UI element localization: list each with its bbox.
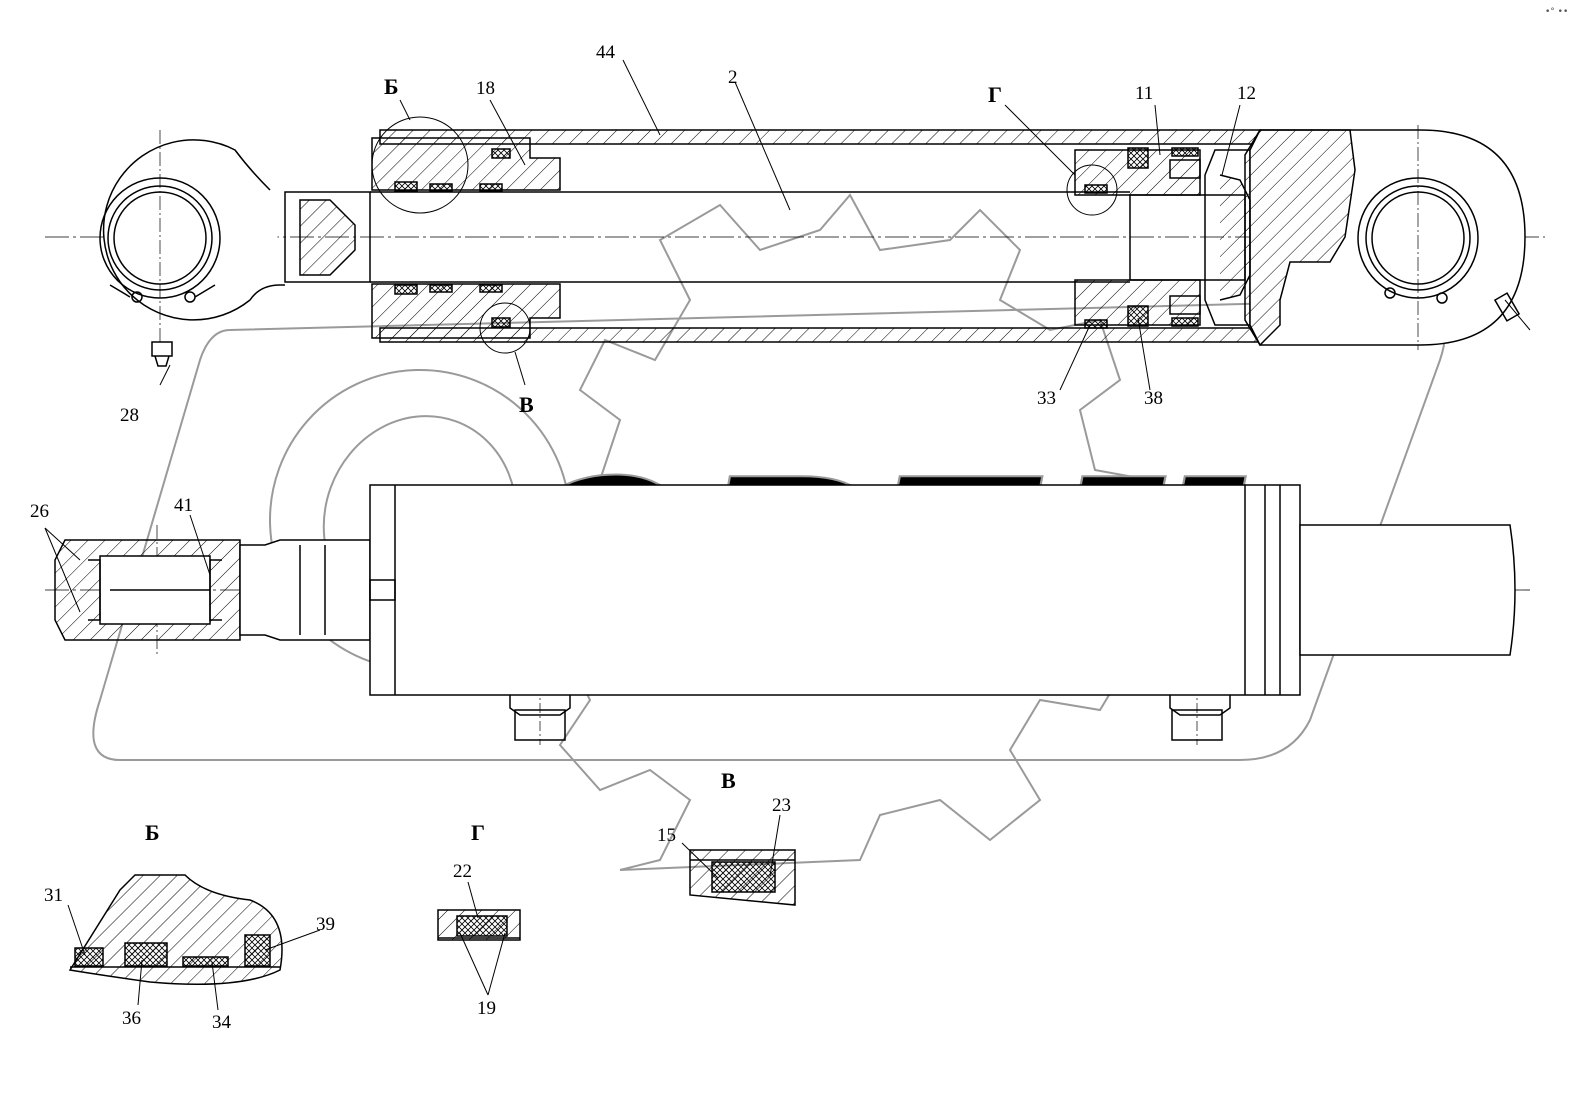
callout-41: 41	[174, 495, 193, 516]
leader-lines-top	[159, 59, 1531, 391]
detail-view-v	[681, 814, 796, 906]
gland-head	[371, 137, 561, 339]
callout-18: 18	[476, 78, 495, 99]
callout-22: 22	[453, 861, 472, 882]
view-label-v-detail: В	[721, 768, 736, 793]
right-eye-end	[1357, 125, 1521, 350]
corner-mark: •° ••	[1545, 7, 1568, 17]
callout-11: 11	[1135, 83, 1153, 104]
callout-15: 15	[657, 825, 676, 846]
left-eye-end	[99, 130, 285, 367]
callout-31: 31	[44, 885, 63, 906]
rod-end-left	[284, 191, 371, 283]
callout-44: 44	[596, 42, 616, 63]
detail-view-b	[67, 874, 321, 1011]
view-label-g-top: Г	[988, 82, 1002, 107]
view-label-g-detail: Г	[471, 820, 485, 845]
callout-2: 2	[728, 67, 738, 88]
callout-26: 26	[30, 501, 49, 522]
view-label-b-top: Б	[384, 74, 399, 99]
callout-23: 23	[772, 795, 791, 816]
piston-rod	[370, 191, 1130, 283]
view-label-b-detail: Б	[145, 820, 160, 845]
callout-36: 36	[122, 1008, 141, 1029]
detail-circle-b	[371, 116, 469, 214]
callout-34: 34	[212, 1012, 232, 1033]
external-view	[44, 484, 1530, 745]
detail-circle-v	[479, 302, 531, 354]
bottom-cap	[1204, 129, 1526, 347]
view-label-v-top: В	[519, 392, 534, 417]
callout-19: 19	[477, 998, 496, 1019]
grease-fitting-28	[151, 341, 173, 357]
detail-circle-g	[1066, 164, 1118, 216]
callout-39: 39	[316, 914, 335, 935]
callout-12: 12	[1237, 83, 1256, 104]
callout-38: 38	[1144, 388, 1163, 409]
main-section-view	[45, 59, 1545, 391]
detail-view-g	[437, 881, 521, 996]
callout-33: 33	[1037, 388, 1056, 409]
callout-28: 28	[120, 405, 139, 426]
callout-labels: 44 2 Б 18 Г 11 12 28 В 33 38 26 41 В 23 …	[30, 7, 1568, 1033]
piston	[1074, 147, 1246, 329]
